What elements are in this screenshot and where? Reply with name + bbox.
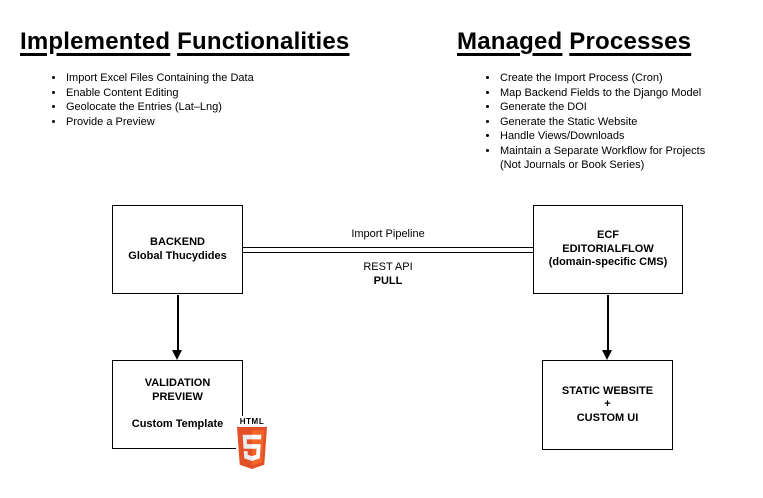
ecf-box-line: (domain-specific CMS): [548, 256, 668, 269]
validation-box-line: PREVIEW: [152, 390, 203, 403]
validation-box-line: VALIDATION: [144, 377, 211, 390]
html5-logo: HTML: [236, 416, 268, 469]
list-item: Map Backend Fields to the Django Model: [499, 86, 724, 101]
ecf-box-line: EDITORIALFLOW: [562, 242, 654, 255]
list-item: Import Excel Files Containing the Data: [65, 71, 288, 86]
ecf-box-line: ECF: [597, 229, 619, 242]
static-box-line: CUSTOM UI: [576, 411, 639, 424]
list-item: Handle Views/Downloads: [499, 129, 724, 144]
backend-box-line: BACKEND: [150, 236, 205, 248]
list-item: Provide a Preview: [65, 115, 288, 130]
list-item: Create the Import Process (Cron): [499, 71, 724, 86]
connector-label-pull: PULL: [373, 275, 403, 287]
list-item: Maintain a Separate Workflow for Project…: [499, 144, 724, 173]
managed-processes-list: Create the Import Process (Cron) Map Bac…: [482, 71, 724, 173]
backend-to-validation-arrow: [177, 295, 179, 351]
connector-label-rest-api: REST API: [363, 261, 413, 273]
static-box-line: STATIC WEBSITE: [561, 384, 654, 397]
import-pipeline-connector: [243, 247, 533, 253]
backend-box: BACKEND Global Thucydides: [112, 205, 243, 294]
static-website-box: STATIC WEBSITE + CUSTOM UI: [542, 360, 673, 450]
heading-managed-processes: Managed Processes: [457, 28, 691, 56]
heading-word: Managed: [457, 28, 563, 55]
ecf-editorialflow-box: ECF EDITORIALFLOW (domain-specific CMS): [533, 205, 683, 294]
ecf-to-static-arrow: [607, 295, 609, 351]
heading-word: Functionalities: [177, 28, 350, 55]
list-item: Generate the DOI: [499, 100, 724, 115]
html5-shield-icon: [237, 427, 267, 469]
backend-box-line: Global Thucydides: [128, 249, 227, 262]
list-item: Geolocate the Entries (Lat–Lng): [65, 100, 288, 115]
list-item: Enable Content Editing: [65, 86, 288, 101]
validation-preview-box: VALIDATION PREVIEW Custom Template: [112, 360, 243, 449]
implemented-functionalities-list: Import Excel Files Containing the Data E…: [48, 71, 288, 129]
arrow-down-icon: [172, 350, 182, 360]
validation-box-line: Custom Template: [131, 418, 224, 431]
heading-implemented-functionalities: Implemented Functionalities: [20, 28, 349, 56]
arrow-down-icon: [602, 350, 612, 360]
static-box-line: +: [604, 398, 611, 411]
heading-word: Processes: [569, 28, 692, 55]
list-item: Generate the Static Website: [499, 115, 724, 130]
connector-label-import-pipeline: Import Pipeline: [351, 228, 425, 240]
heading-word: Implemented: [20, 28, 171, 55]
html5-wordmark: HTML: [239, 417, 265, 426]
